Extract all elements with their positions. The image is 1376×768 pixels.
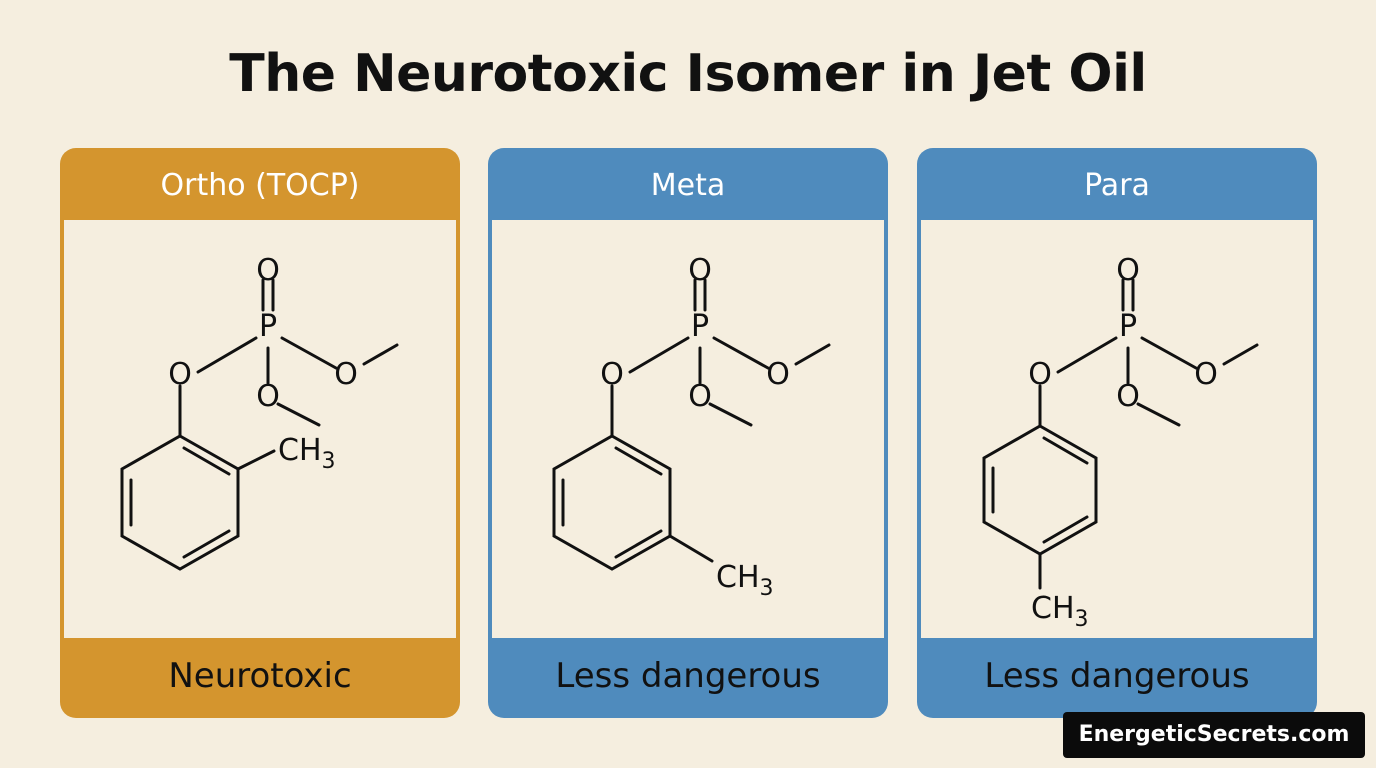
methyl-label: CH3	[1031, 591, 1089, 632]
ester-oxygen-lower: O	[256, 379, 280, 414]
para-card: Para O P O O O	[917, 148, 1317, 718]
phosphate-bonds	[610, 278, 831, 438]
aryl-oxygen: O	[168, 357, 192, 392]
phosphate-bonds	[178, 278, 399, 438]
meta-card: Meta O P O O O	[488, 148, 888, 718]
watermark-label: EnergeticSecrets.com	[1063, 712, 1365, 758]
double-bond-oxygen: O	[688, 253, 712, 288]
double-bond-oxygen: O	[256, 253, 280, 288]
phosphorus-atom: P	[259, 309, 277, 344]
ester-oxygen-lower: O	[1116, 379, 1140, 414]
ortho-structure-diagram: O P O O O CH3	[120, 253, 399, 571]
ester-oxygen-right: O	[766, 357, 790, 392]
para-benzene-ring	[982, 424, 1098, 590]
ester-oxygen-lower: O	[688, 379, 712, 414]
para-status-label: Less dangerous	[984, 656, 1250, 696]
phosphorus-atom: P	[1119, 309, 1137, 344]
page-title: The Neurotoxic Isomer in Jet Oil	[229, 44, 1147, 104]
double-bond-oxygen: O	[1116, 253, 1140, 288]
meta-structure-diagram: O P O O O CH3	[552, 253, 831, 601]
phosphate-bonds	[1038, 278, 1259, 428]
para-structure-diagram: O P O O O CH3	[982, 253, 1259, 632]
ortho-card-title: Ortho (TOCP)	[160, 168, 360, 203]
meta-status-label: Less dangerous	[555, 656, 821, 696]
ortho-status-label: Neurotoxic	[168, 656, 352, 696]
para-card-title: Para	[1084, 168, 1150, 203]
phosphorus-atom: P	[691, 309, 709, 344]
para-structure-panel: O P O O O CH3	[921, 220, 1313, 638]
ortho-benzene-ring	[120, 434, 276, 571]
ortho-structure-panel: O P O O O CH3	[64, 220, 456, 638]
aryl-oxygen: O	[600, 357, 624, 392]
methyl-label: CH3	[278, 433, 336, 474]
ortho-card: Ortho (TOCP) O P O O	[60, 148, 460, 718]
meta-benzene-ring	[552, 434, 714, 571]
meta-structure-panel: O P O O O CH3	[492, 220, 884, 638]
ester-oxygen-right: O	[334, 357, 358, 392]
methyl-label: CH3	[716, 560, 774, 601]
meta-card-title: Meta	[650, 168, 726, 203]
ester-oxygen-right: O	[1194, 357, 1218, 392]
aryl-oxygen: O	[1028, 357, 1052, 392]
